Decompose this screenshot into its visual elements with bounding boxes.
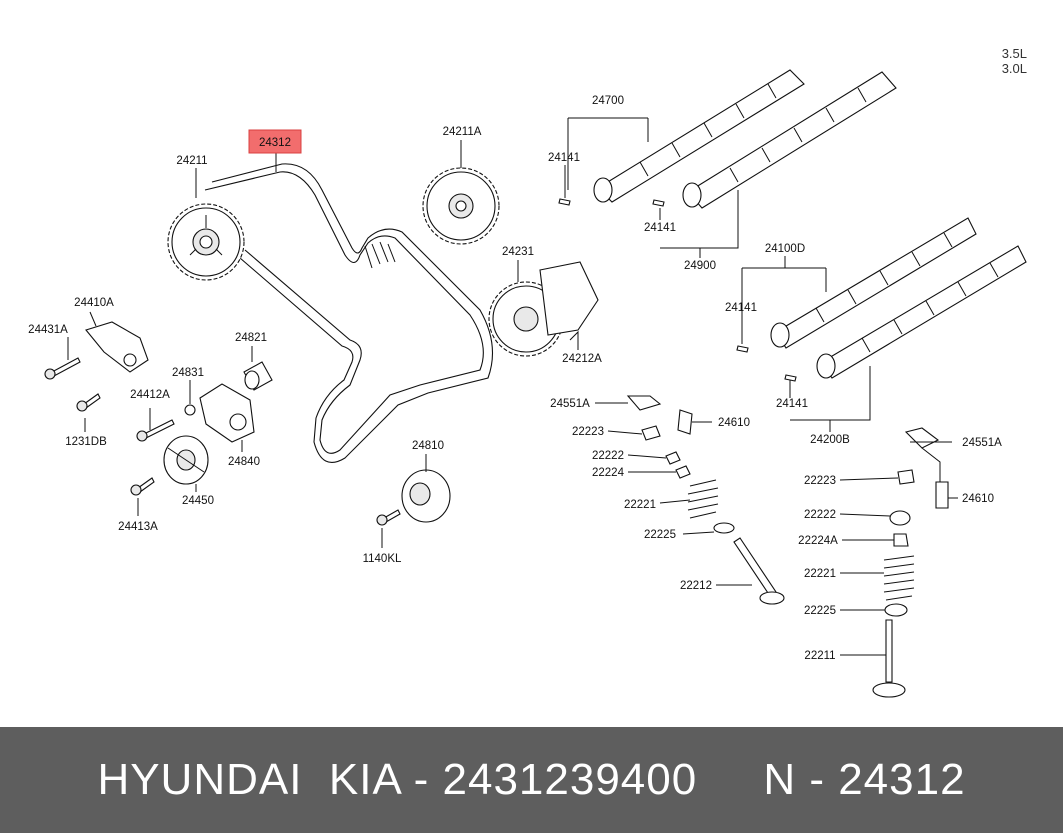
label-24610-b[interactable]: 24610 <box>962 493 994 505</box>
label-22223-b[interactable]: 22223 <box>804 475 836 487</box>
bolt-1231db[interactable] <box>76 393 101 412</box>
idler-pulley-24810[interactable] <box>401 469 451 523</box>
label-22225-a[interactable]: 22225 <box>644 529 676 541</box>
tensioner-pulley-24450[interactable] <box>163 435 209 485</box>
tensioner-arm-24410a[interactable] <box>85 321 149 373</box>
spring-seat-22225-a[interactable] <box>713 522 735 534</box>
highlight-box-24312 <box>248 129 302 154</box>
label-24100d[interactable]: 24100D <box>765 243 805 255</box>
camshaft-24100d[interactable] <box>770 217 977 349</box>
label-24141-d[interactable]: 24141 <box>776 398 808 410</box>
label-22221-a[interactable]: 22221 <box>624 499 656 511</box>
version-label-35l: 3.5L <box>1001 46 1027 61</box>
seal-22224a[interactable] <box>893 533 909 547</box>
label-24450[interactable]: 24450 <box>182 495 214 507</box>
label-24312[interactable]: 24312 <box>259 137 291 149</box>
valve-22212[interactable] <box>733 537 785 605</box>
label-24211[interactable]: 24211 <box>176 155 207 167</box>
label-24700[interactable]: 24700 <box>592 95 624 107</box>
label-24610-a[interactable]: 24610 <box>718 417 750 429</box>
valve-spring-22221-b[interactable] <box>883 555 915 601</box>
rocker-arm-24551a-b[interactable] <box>904 427 940 449</box>
label-24821[interactable]: 24821 <box>235 332 267 344</box>
rocker-arm-24551a-a[interactable] <box>626 395 662 411</box>
label-24551a-b[interactable]: 24551A <box>962 437 1002 449</box>
caption-bar: HYUNDAI KIA - 2431239400 N - 24312 <box>0 727 1063 833</box>
label-24810[interactable]: 24810 <box>412 440 444 452</box>
label-24413a[interactable]: 24413A <box>118 521 158 533</box>
retainer-22223-a[interactable] <box>641 425 661 441</box>
timing-belt[interactable] <box>204 163 493 463</box>
cam-sprocket-24211a[interactable] <box>422 167 500 245</box>
label-1231db[interactable]: 1231DB <box>65 436 107 448</box>
label-22224a[interactable]: 22224A <box>798 535 838 547</box>
dowel-pin-24141-b[interactable] <box>652 199 665 207</box>
label-22225-b[interactable]: 22225 <box>804 605 836 617</box>
tensioner-bracket-24840[interactable] <box>199 383 255 443</box>
label-24840[interactable]: 24840 <box>228 456 260 468</box>
label-24141-b[interactable]: 24141 <box>644 222 676 234</box>
label-22223-a[interactable]: 22223 <box>572 426 604 438</box>
label-24410a[interactable]: 24410A <box>74 297 114 309</box>
label-24211a[interactable]: 24211A <box>443 126 482 138</box>
cotter-22222-a[interactable] <box>665 451 681 465</box>
label-22221-b[interactable]: 22221 <box>804 568 836 580</box>
cam-sprocket-24231[interactable] <box>488 261 599 357</box>
bolt-24413a[interactable] <box>130 477 155 496</box>
bolt-24431a[interactable] <box>44 357 81 380</box>
dowel-pin-24141-c[interactable] <box>736 345 749 353</box>
label-24831[interactable]: 24831 <box>172 367 204 379</box>
sleeve-24821[interactable] <box>243 361 273 391</box>
valve-22211[interactable] <box>872 619 906 698</box>
part-number-caption: HYUNDAI KIA - 2431239400 N - 24312 <box>97 755 966 804</box>
label-22222-a[interactable]: 22222 <box>592 450 624 462</box>
camshaft-24900[interactable] <box>682 71 897 209</box>
cam-sprocket-24211[interactable] <box>167 203 245 281</box>
label-22224[interactable]: 22224 <box>592 467 625 479</box>
parts-diagram: 24312 24211 24211A 24700 24141 24141 249… <box>28 69 1027 698</box>
camshaft-24200b[interactable] <box>816 245 1027 379</box>
lash-adjuster-24610-a[interactable] <box>677 409 693 435</box>
label-22212[interactable]: 22212 <box>680 580 712 592</box>
label-24141-a[interactable]: 24141 <box>548 152 580 164</box>
label-24231[interactable]: 24231 <box>502 246 534 258</box>
leader-lines <box>67 117 958 656</box>
label-24212a[interactable]: 24212A <box>562 353 602 365</box>
label-24551a-a[interactable]: 24551A <box>550 398 590 410</box>
cotter-22222-b[interactable] <box>889 510 911 526</box>
dowel-pin-24141-a[interactable] <box>558 198 571 206</box>
dowel-pin-24141-d[interactable] <box>784 374 797 382</box>
lash-adjuster-24610-b[interactable] <box>935 481 949 509</box>
seal-22224[interactable] <box>675 465 691 479</box>
bolt-24412a[interactable] <box>136 419 175 442</box>
label-1140kl[interactable]: 1140KL <box>363 553 402 565</box>
label-22222-b[interactable]: 22222 <box>804 509 836 521</box>
label-22211[interactable]: 22211 <box>804 650 835 662</box>
version-label-30l: 3.0L <box>1001 61 1027 76</box>
retainer-22223-b[interactable] <box>897 469 915 485</box>
camshaft-24700[interactable] <box>593 69 805 203</box>
label-24200b[interactable]: 24200B <box>810 434 850 446</box>
label-24900[interactable]: 24900 <box>684 260 716 272</box>
label-24412a[interactable]: 24412A <box>130 389 170 401</box>
washer-24831[interactable] <box>184 404 196 416</box>
bolt-1140kl[interactable] <box>376 509 401 526</box>
label-24141-c[interactable]: 24141 <box>725 302 757 314</box>
spring-seat-22225-b[interactable] <box>884 603 908 617</box>
valve-spring-22221-a[interactable] <box>687 479 719 519</box>
label-24431a[interactable]: 24431A <box>28 324 68 336</box>
